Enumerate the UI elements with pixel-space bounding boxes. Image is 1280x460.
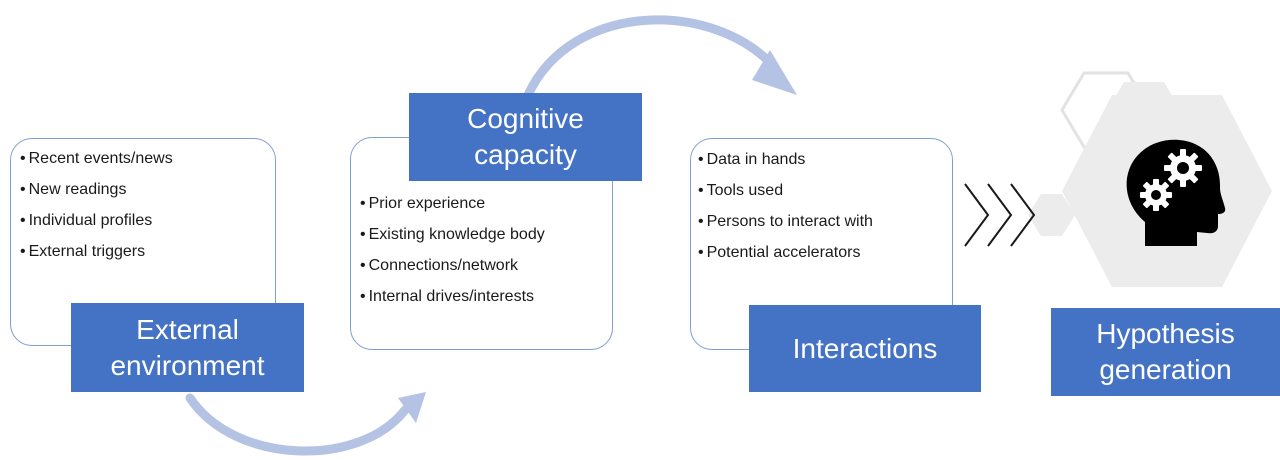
interactions-label: Interactions	[749, 305, 981, 392]
list-item: Recent events/news	[20, 143, 173, 174]
label-line: capacity	[474, 139, 577, 170]
small-hexagon	[1028, 194, 1075, 236]
list-item: Individual profiles	[20, 205, 173, 236]
label-line: Hypothesis	[1096, 318, 1235, 349]
label-line: External	[136, 313, 239, 345]
list-item: Prior experience	[360, 188, 545, 219]
curved-arrow-icon	[185, 392, 426, 456]
list-item: Persons to interact with	[698, 206, 873, 237]
cognitive-capacity-list: Prior experience Existing knowledge body…	[360, 188, 545, 312]
list-item: Data in hands	[698, 144, 873, 175]
hypothesis-generation-label: Hypothesis generation	[1051, 308, 1280, 396]
list-item: Internal drives/interests	[360, 281, 545, 312]
head-gears-icon	[1126, 139, 1226, 246]
list-item: Connections/network	[360, 250, 545, 281]
list-item: Potential accelerators	[698, 237, 873, 268]
external-environment-list: Recent events/news New readings Individu…	[20, 143, 173, 267]
label-line: generation	[1099, 354, 1232, 385]
curved-arrow-icon	[523, 15, 797, 100]
list-item: Tools used	[698, 175, 873, 206]
list-item: External triggers	[20, 236, 173, 267]
label-line: Interactions	[792, 332, 938, 364]
cognitive-capacity-label: Cognitive capacity	[409, 93, 642, 181]
chevron-right-icon	[964, 183, 1036, 247]
interactions-list: Data in hands Tools used Persons to inte…	[698, 144, 873, 268]
external-environment-label: External environment	[71, 303, 304, 392]
list-item: New readings	[20, 174, 173, 205]
label-line: Cognitive	[467, 103, 584, 134]
list-item: Existing knowledge body	[360, 219, 545, 250]
label-line: environment	[110, 349, 265, 381]
